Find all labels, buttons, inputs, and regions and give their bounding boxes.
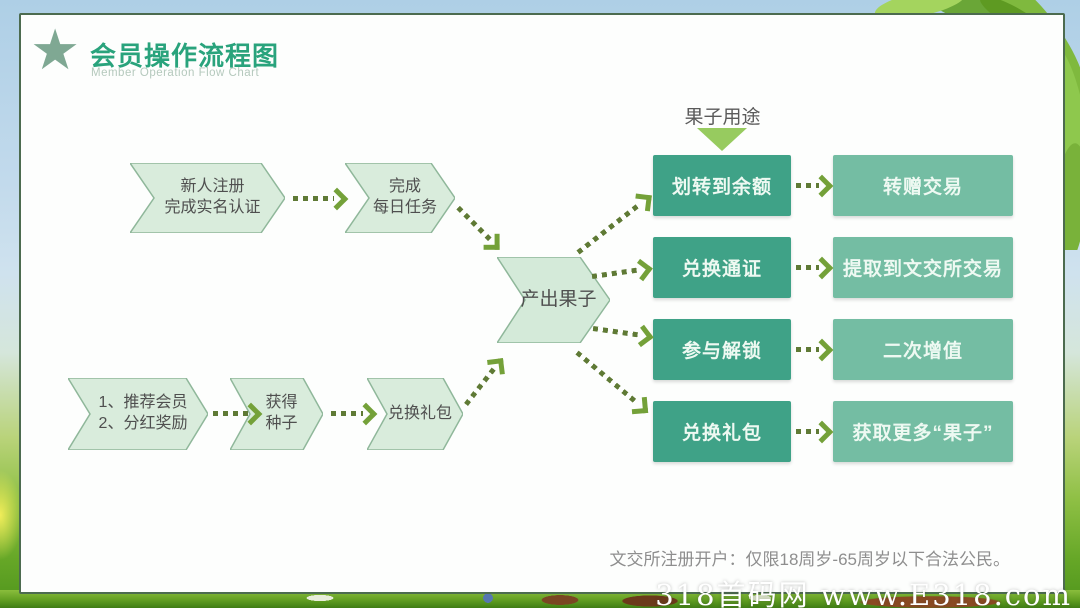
flow-step-line: 兑换礼包 [387, 404, 452, 422]
arrow-fruit-to-balance [573, 191, 653, 258]
arrow-task-to-fruit [453, 202, 503, 252]
use-box-join-unlock: 参与解锁 [653, 319, 791, 380]
disclaimer-text: 文交所注册开户：仅限18周岁-65周岁以下合法公民。 [609, 550, 1010, 569]
arrow-unlock-to-value [796, 338, 834, 361]
flow-step-line: 完成实名认证 [164, 199, 261, 216]
flow-step-label: 1、推荐会员 2、分红奖励 [68, 378, 208, 450]
use-box-transfer-balance: 划转到余额 [653, 155, 791, 216]
use-box-redeem-gift: 兑换礼包 [653, 401, 791, 462]
flow-node-produce-fruit: 产出果子 [497, 257, 610, 343]
page-subtitle: Member Operation Flow Chart [91, 67, 260, 79]
fruit-uses-title: 果子用途 [684, 107, 761, 128]
flow-node-label: 产出果子 [520, 288, 597, 310]
arrow-seeds-to-gift [331, 402, 378, 425]
flow-step-label: 新人注册 完成实名认证 [130, 163, 285, 233]
flow-step-line: 1、推荐会员 [98, 394, 188, 412]
flow-step-recommend-dividend: 1、推荐会员 2、分红奖励 [68, 378, 208, 450]
flow-step-new-user-register: 新人注册 完成实名认证 [130, 163, 285, 233]
flow-step-line: 新人注册 [180, 178, 245, 196]
arrow-gift-to-fruit [460, 356, 506, 409]
flow-step-label: 获得 种子 [230, 378, 323, 450]
flow-step-line: 完成 [388, 178, 421, 196]
flow-step-get-seeds: 获得 种子 [230, 378, 323, 450]
flow-step-daily-task: 完成 每日任务 [345, 163, 455, 233]
outcome-box-withdraw-exchange: 提取到文交所交易 [833, 237, 1013, 298]
arrow-recommend-to-seeds [213, 402, 263, 425]
arrow-balance-to-trade [796, 174, 834, 197]
arrow-fruit-to-giftpack [572, 347, 651, 416]
arrow-register-to-task [293, 187, 349, 210]
arrow-gift-to-morefruit [796, 420, 834, 443]
star-icon: ★ [30, 18, 81, 81]
outcome-box-gift-trade: 转赠交易 [833, 155, 1013, 216]
grass-field-image [0, 590, 1080, 608]
page-title: 会员操作流程图 [90, 41, 280, 71]
triangle-down-icon [697, 128, 747, 151]
flow-step-label: 兑换礼包 [367, 378, 463, 450]
arrow-token-to-withdraw [796, 256, 834, 279]
outcome-box-more-fruit: 获取更多“果子” [833, 401, 1013, 462]
flow-step-label: 完成 每日任务 [345, 163, 455, 233]
flow-step-line: 每日任务 [372, 199, 437, 216]
use-box-exchange-token: 兑换通证 [653, 237, 791, 298]
watermark-text: 318首码网 www.E318.com [655, 578, 1072, 608]
flow-step-line: 种子 [265, 415, 298, 432]
outcome-box-secondary-value: 二次增值 [833, 319, 1013, 380]
flow-step-line: 2、分红奖励 [98, 415, 188, 432]
flow-step-redeem-gift: 兑换礼包 [367, 378, 463, 450]
flow-step-line: 获得 [265, 394, 298, 412]
